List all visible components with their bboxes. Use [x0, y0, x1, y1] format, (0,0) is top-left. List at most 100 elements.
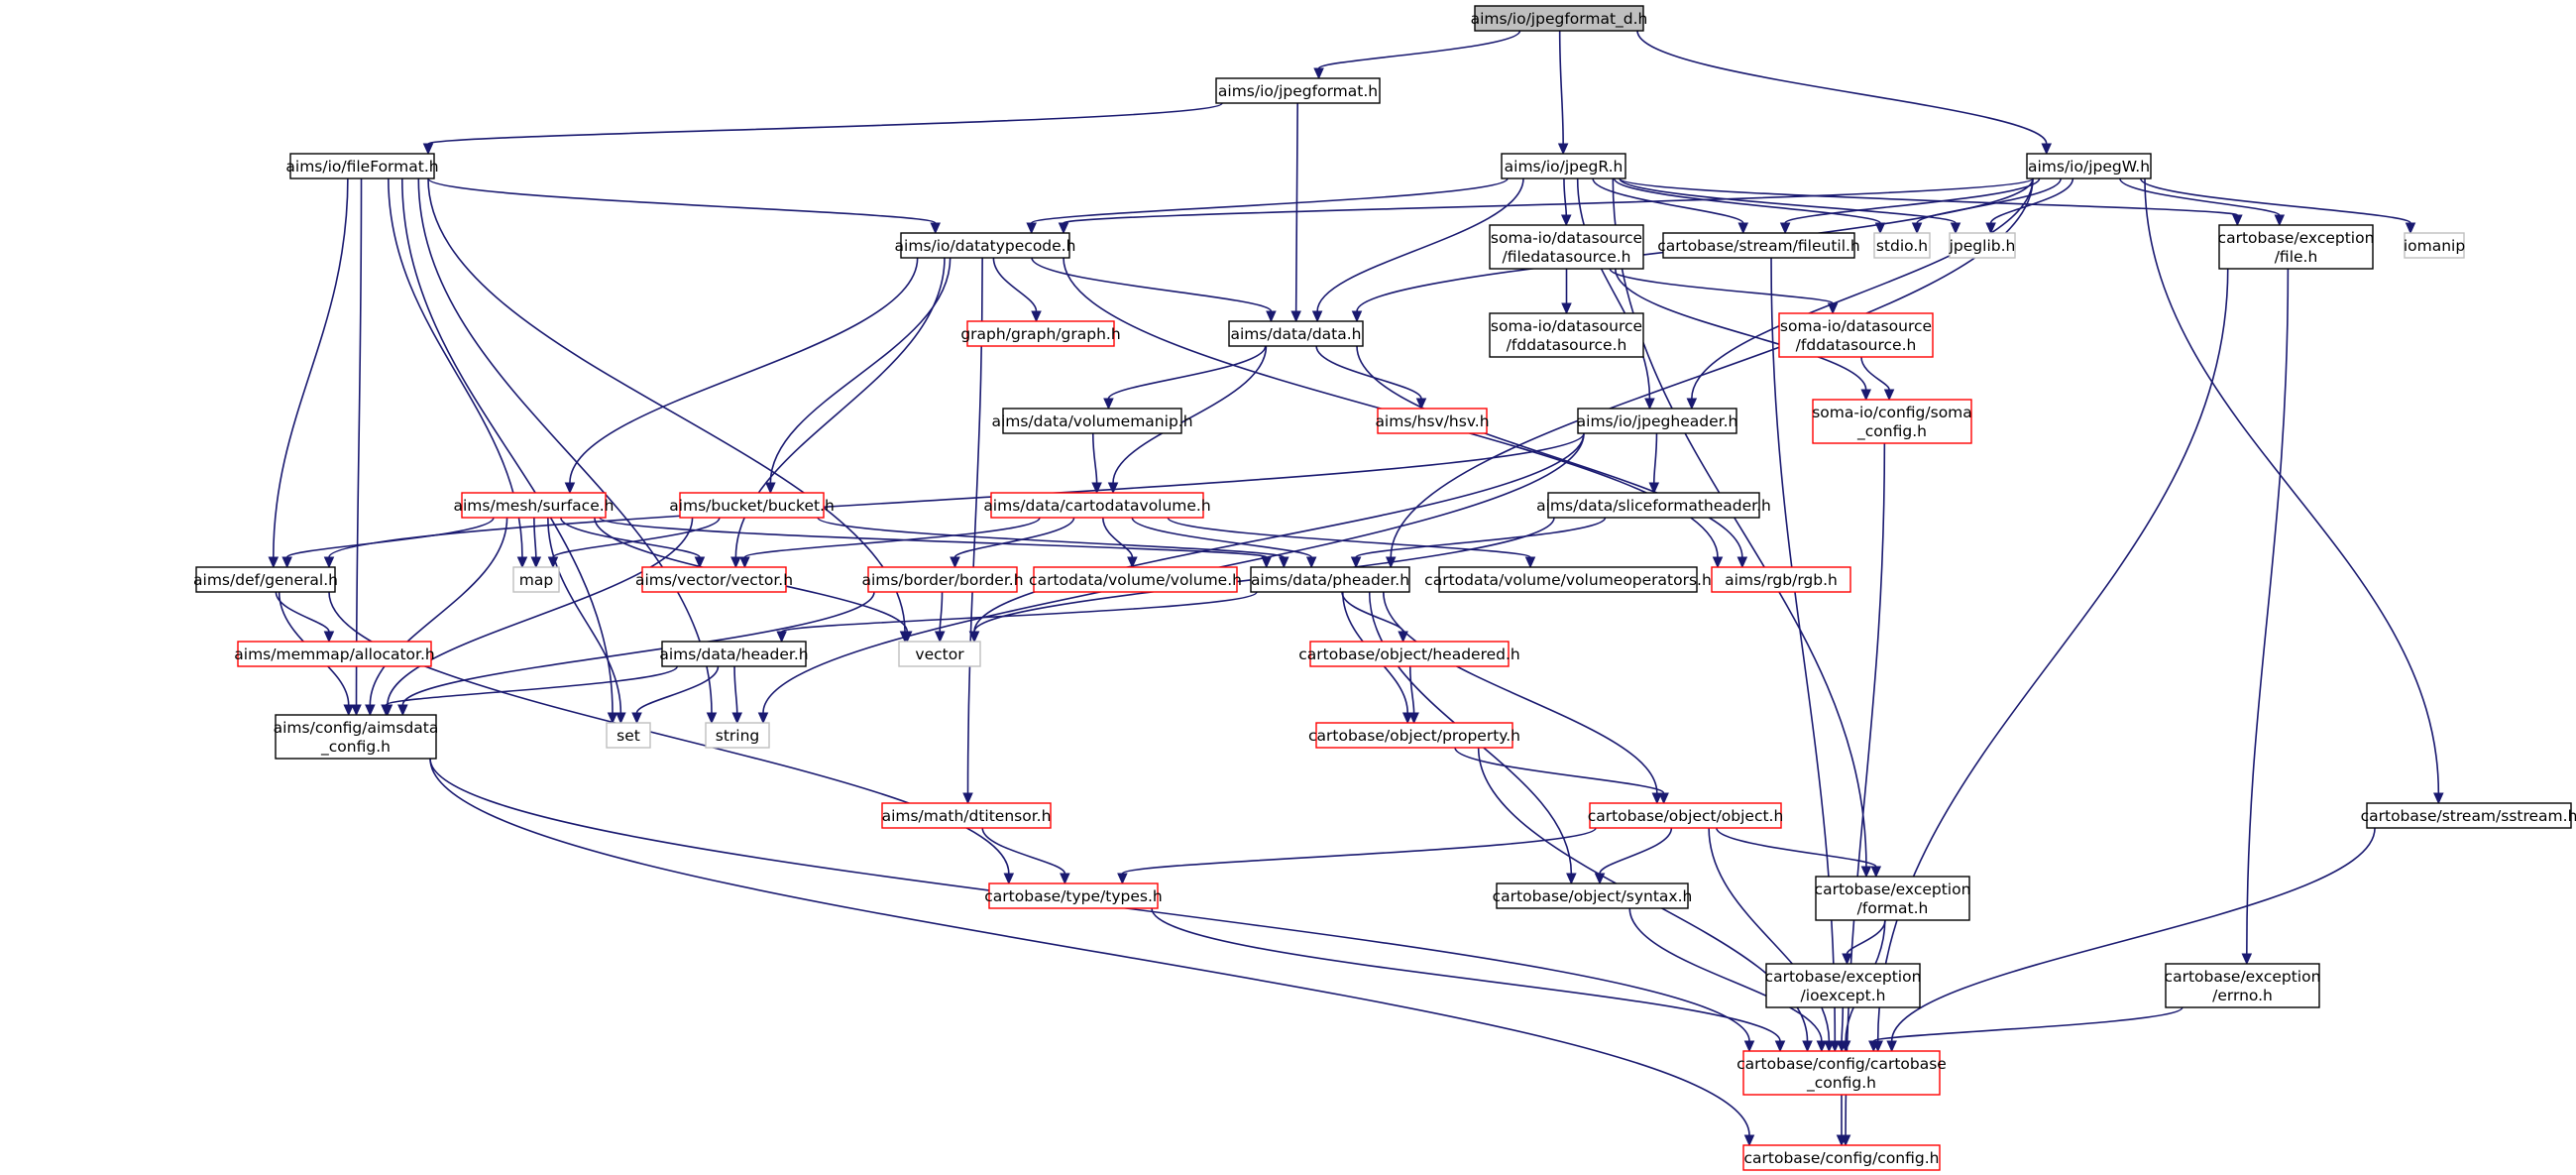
- edge-jpegW-to-jpeglib: [1985, 177, 2074, 235]
- node-fileutil[interactable]: cartobase/stream/fileutil.h: [1657, 232, 1860, 259]
- node-volumeh[interactable]: cartodata/volume/volume.h: [1029, 566, 1242, 593]
- node-label: aims/mesh/surface.h: [454, 497, 615, 515]
- node-property[interactable]: cartobase/object/property.h: [1308, 722, 1520, 749]
- node-bucket[interactable]: aims/bucket/bucket.h: [669, 492, 835, 519]
- node-border[interactable]: aims/border/border.h: [861, 566, 1024, 593]
- node-pheader[interactable]: aims/data/pheader.h: [1250, 566, 1410, 593]
- node-set[interactable]: set: [606, 722, 651, 749]
- node-root[interactable]: aims/io/jpegformat_d.h: [1471, 5, 1648, 32]
- node-string[interactable]: string: [705, 722, 770, 749]
- edge-arrowhead: [1103, 398, 1114, 411]
- edge-line: [2144, 177, 2440, 794]
- node-box: [1815, 876, 1970, 921]
- edge-arrowhead: [1401, 712, 1413, 725]
- edge-line: [1063, 177, 2034, 224]
- edge-line: [1691, 177, 2034, 400]
- edge-property-to-object: [1454, 747, 1669, 805]
- node-ioexcept[interactable]: cartobase/exception/ioexcept.h: [1765, 963, 1922, 1008]
- node-filedatasource[interactable]: soma-io/datasource/filedatasource.h: [1489, 224, 1644, 270]
- node-label: aims/io/fileFormat.h: [285, 158, 438, 176]
- node-sliceformatheader[interactable]: aims/data/sliceformatheader.h: [1536, 492, 1771, 519]
- node-cartobaseconfig[interactable]: cartobase/config/cartobase_config.h: [1736, 1050, 1947, 1096]
- edge-line: [427, 177, 937, 224]
- edge-jpegW-to-jpegheader: [1686, 177, 2034, 411]
- edge-arrowhead: [607, 712, 618, 725]
- edge-line: [355, 177, 363, 706]
- node-syntax[interactable]: cartobase/object/syntax.h: [1493, 882, 1693, 909]
- node-excformat[interactable]: cartobase/exception/format.h: [1815, 876, 1971, 921]
- node-datatypecode[interactable]: aims/io/datatypecode.h: [895, 232, 1076, 259]
- edge-arrowhead: [730, 556, 741, 569]
- edge-arrowhead: [1743, 1134, 1755, 1147]
- edge-excfile-to-cartobaseconfig: [1872, 268, 2229, 1053]
- edge-root-to-jpegR: [1557, 30, 1569, 156]
- node-vectorh[interactable]: aims/vector/vector.h: [635, 566, 793, 593]
- node-sstream[interactable]: cartobase/stream/sstream.h: [2361, 802, 2576, 829]
- node-types[interactable]: cartobase/type/types.h: [984, 882, 1163, 909]
- edge-jpegW-to-fileutil: [1779, 177, 2041, 235]
- edge-arrowhead: [530, 556, 542, 569]
- node-label: aims/data/cartodatavolume.h: [983, 497, 1210, 515]
- edge-fileFormat-to-general: [268, 177, 349, 569]
- edge-arrowhead: [268, 556, 280, 569]
- node-config[interactable]: cartobase/config/config.h: [1742, 1144, 1941, 1171]
- node-general[interactable]: aims/def/general.h: [193, 566, 338, 593]
- node-box: [2366, 802, 2572, 829]
- node-fddatasource2[interactable]: soma-io/datasource/fddatasource.h: [1778, 312, 1934, 358]
- node-data[interactable]: aims/data/data.h: [1228, 320, 1364, 347]
- node-fileFormat[interactable]: aims/io/fileFormat.h: [285, 153, 439, 179]
- edge-line: [273, 177, 349, 558]
- node-stdio[interactable]: stdio.h: [1873, 232, 1931, 259]
- node-hsv[interactable]: aims/hsv/hsv.h: [1375, 408, 1490, 434]
- edge-line: [275, 591, 330, 633]
- node-label: soma-io/datasource: [1780, 317, 1932, 335]
- node-errno[interactable]: cartobase/exception/errno.h: [2165, 963, 2321, 1008]
- node-graph[interactable]: graph/graph/graph.h: [960, 320, 1121, 347]
- edge-arrowhead: [1779, 222, 1791, 235]
- edge-arrowhead: [2433, 792, 2444, 805]
- edge-errno-to-cartobaseconfig: [1868, 1006, 2184, 1053]
- node-label: soma-io/datasource: [1491, 317, 1642, 335]
- node-jpegR[interactable]: aims/io/jpegR.h: [1501, 153, 1626, 179]
- node-map[interactable]: map: [512, 566, 560, 593]
- node-aimsdataconfig[interactable]: aims/config/aimsdata_config.h: [274, 714, 439, 760]
- edge-sliceformatheader-to-pheader: [1350, 517, 1607, 569]
- node-volumemanip[interactable]: aims/data/volumemanip.h: [991, 408, 1193, 434]
- edge-arrowhead: [1886, 1040, 1897, 1053]
- node-rgb[interactable]: aims/rgb/rgb.h: [1711, 566, 1851, 593]
- node-surface[interactable]: aims/mesh/surface.h: [454, 492, 615, 519]
- node-header[interactable]: aims/data/header.h: [659, 641, 809, 667]
- edge-object-to-excformat: [1716, 827, 1882, 879]
- node-object[interactable]: cartobase/object/object.h: [1588, 802, 1784, 829]
- node-jpegW[interactable]: aims/io/jpegW.h: [2026, 153, 2152, 179]
- node-jpegformat[interactable]: aims/io/jpegformat.h: [1215, 77, 1381, 104]
- edge-arrowhead: [1561, 302, 1572, 315]
- node-label: aims/io/jpegheader.h: [1577, 412, 1738, 430]
- node-jpegheader[interactable]: aims/io/jpegheader.h: [1577, 408, 1738, 434]
- node-jpeglib[interactable]: jpeglib.h: [1949, 232, 2016, 259]
- node-label: /ioexcept.h: [1801, 987, 1886, 1004]
- edge-arrowhead: [2405, 222, 2416, 235]
- edge-jpegW-to-iomanip: [2139, 177, 2416, 235]
- edge-arrowhead: [1594, 873, 1606, 885]
- node-volumeoperators[interactable]: cartodata/volume/volumeoperators.h: [1424, 566, 1712, 593]
- edge-ioexcept-to-cartobaseconfig: [1836, 1006, 1848, 1053]
- node-fddatasource[interactable]: soma-io/datasource/fddatasource.h: [1489, 312, 1644, 358]
- node-cartodatavolume[interactable]: aims/data/cartodatavolume.h: [983, 492, 1211, 519]
- edge-arrowhead: [1261, 556, 1272, 569]
- node-box: [1002, 408, 1182, 434]
- node-allocator[interactable]: aims/memmap/allocator.h: [234, 641, 435, 667]
- node-vector[interactable]: vector: [898, 641, 981, 667]
- edge-datatypecode-to-data: [1031, 257, 1277, 323]
- node-somaconfig[interactable]: soma-io/config/soma_config.h: [1812, 399, 1972, 444]
- edge-arrowhead: [1824, 1040, 1835, 1053]
- node-iomanip[interactable]: iomanip: [2404, 232, 2465, 259]
- node-dtitensor[interactable]: aims/math/dtitensor.h: [881, 802, 1052, 829]
- edge-line: [1167, 517, 1531, 558]
- edge-arrowhead: [1415, 398, 1427, 411]
- node-label: cartobase/object/headered.h: [1298, 646, 1520, 663]
- node-headered[interactable]: cartobase/object/headered.h: [1298, 641, 1520, 667]
- node-label: cartobase/object/syntax.h: [1493, 887, 1693, 905]
- node-excfile[interactable]: cartobase/exception/file.h: [2218, 224, 2375, 270]
- edge-line: [733, 665, 738, 714]
